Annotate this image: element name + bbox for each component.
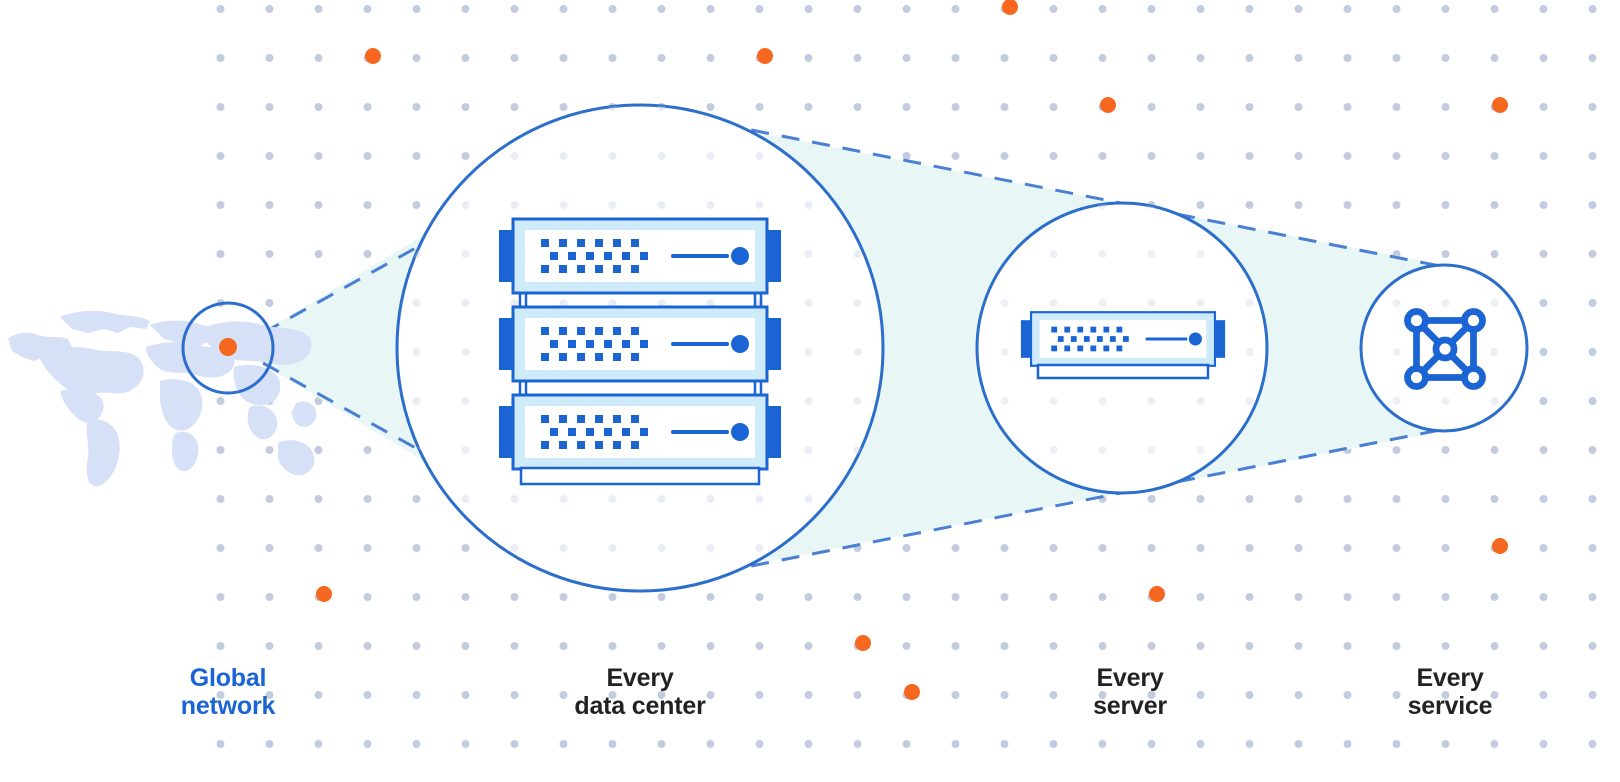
rack-unit-3 xyxy=(497,393,783,471)
server-base-bar xyxy=(1036,363,1210,380)
rack-unit-1 xyxy=(497,217,783,295)
location-dot-marker xyxy=(219,338,237,356)
global-network-zoom-circle xyxy=(181,301,275,395)
rack-unit-2 xyxy=(497,305,783,383)
rack-base-bar xyxy=(519,466,761,486)
label-global-network: Global network xyxy=(180,664,276,720)
server-unit-icon xyxy=(1019,310,1227,380)
label-service: Every service xyxy=(1407,664,1493,720)
network-mesh-icon xyxy=(1408,312,1483,387)
server-rack-icon xyxy=(497,217,783,486)
label-server: Every server xyxy=(1093,664,1167,720)
orange-accent-dots xyxy=(316,0,1508,700)
label-data-center: Every data center xyxy=(574,664,706,720)
